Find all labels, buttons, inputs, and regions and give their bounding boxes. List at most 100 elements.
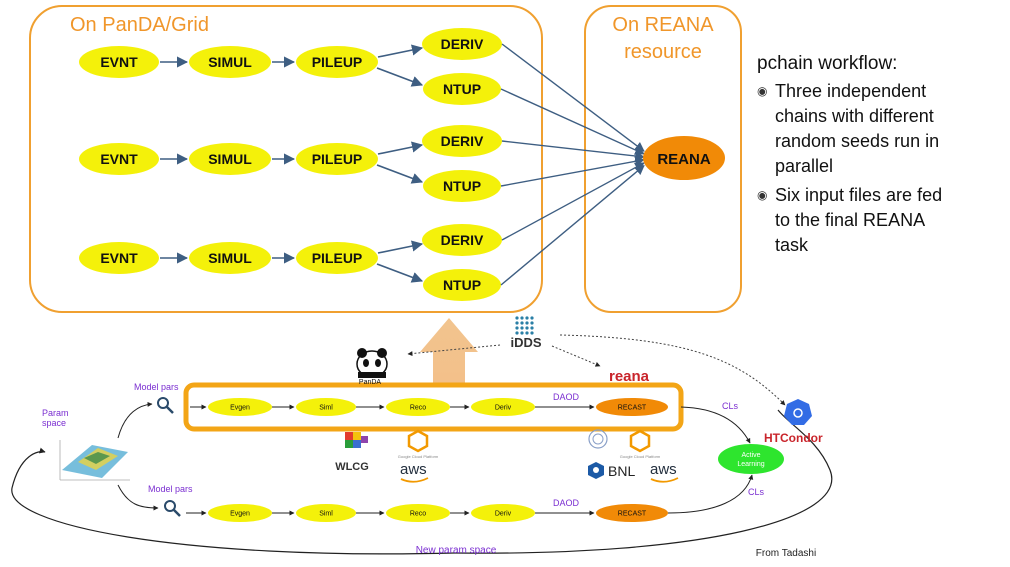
google-cloud-text-1: Google Cloud Platform xyxy=(398,454,439,459)
bottom-node-label: Reco xyxy=(410,405,426,412)
fan-in-arrow xyxy=(501,43,645,152)
fan-in-arrow xyxy=(501,140,645,161)
bottom-node-label: RECAST xyxy=(618,405,647,412)
node-label-ntup: NTUP xyxy=(443,81,481,97)
side-bullet-line: to the final REANA xyxy=(775,210,926,230)
bullet-icon: ◉ xyxy=(757,188,768,202)
bottom-node-recast xyxy=(596,504,668,522)
reana-logo: reana xyxy=(609,368,650,385)
bottom-node-label: Deriv xyxy=(495,511,512,518)
bottom-node-recast xyxy=(596,398,668,416)
bottom-node-label: RECAST xyxy=(618,511,647,518)
node-label-pileup: PILEUP xyxy=(312,250,363,266)
bullet-icon: ◉ xyxy=(757,84,768,98)
bottom-node-label: Siml xyxy=(319,405,333,412)
cls-label-top: CLs xyxy=(722,401,739,411)
reana-box-title-line2: resource xyxy=(624,41,702,63)
node-pileup xyxy=(296,143,378,175)
panda-logo-text: PanDA xyxy=(359,379,382,386)
node-deriv xyxy=(422,28,502,60)
side-bullet-line: Three independent xyxy=(775,81,927,101)
kubernetes-icon xyxy=(784,399,812,425)
idds-label: iDDS xyxy=(510,335,541,350)
model-pars-bottom: Model pars xyxy=(148,484,193,494)
node-label-pileup: PILEUP xyxy=(312,54,363,70)
node-label-evnt: EVNT xyxy=(100,54,138,70)
param-to-bottom-arrow xyxy=(117,484,159,511)
idds-to-htcondor-dotted xyxy=(559,334,786,406)
aws-logo-2: aws xyxy=(650,461,677,478)
fan-in-arrow xyxy=(500,88,645,155)
node-ntup xyxy=(423,73,501,105)
node-label-deriv: DERIV xyxy=(441,232,484,248)
node-evnt xyxy=(79,143,159,175)
side-bullet-line: random seeds run in xyxy=(775,131,940,151)
node-pileup xyxy=(296,242,378,274)
node-label-pileup: PILEUP xyxy=(312,151,363,167)
wlcg-logo xyxy=(345,432,368,448)
fan-in-arrow xyxy=(500,156,645,187)
param-to-top-arrow xyxy=(117,401,153,439)
node-label-ntup: NTUP xyxy=(443,178,481,194)
bnl-icon xyxy=(588,462,604,479)
node-deriv xyxy=(422,224,502,256)
param-space-line1: Param xyxy=(42,408,69,418)
google-cloud-icon xyxy=(407,429,651,453)
node-simul xyxy=(189,242,271,274)
node-label-simul: SIMUL xyxy=(208,151,252,167)
node-label-simul: SIMUL xyxy=(208,54,252,70)
bottom-node-deriv xyxy=(471,504,535,522)
param-space-plot-icon xyxy=(59,440,130,481)
wlcg-text: WLCG xyxy=(335,461,369,473)
reana-resource-box xyxy=(584,5,742,313)
chain-arrow xyxy=(376,164,424,184)
node-evnt xyxy=(79,46,159,78)
bottom-node-label: Reco xyxy=(410,511,426,518)
fan-in-arrows xyxy=(500,43,645,286)
panda-box-title: On PanDA/Grid xyxy=(70,14,209,36)
node-simul xyxy=(189,46,271,78)
big-up-arrow xyxy=(420,318,478,383)
search-dice-icon-top xyxy=(157,397,174,414)
new-param-loop-right xyxy=(454,409,833,554)
bottom-node-evgen xyxy=(208,504,272,522)
node-label-simul: SIMUL xyxy=(208,250,252,266)
idds-icon xyxy=(515,316,534,335)
chain-arrow xyxy=(377,44,424,58)
idds-to-panda-dotted xyxy=(407,344,501,357)
active-learning-node xyxy=(718,444,784,474)
side-heading: pchain workflow: xyxy=(757,53,898,74)
node-ntup xyxy=(423,269,501,301)
param-space-line2: space xyxy=(42,418,66,428)
active-learning-line1: Active xyxy=(741,452,760,459)
aws-logo-1: aws xyxy=(400,461,427,478)
fan-in-arrow xyxy=(501,162,645,241)
cls-arrow-bottom xyxy=(667,474,754,514)
bottom-node-deriv xyxy=(471,398,535,416)
bottom-node-label: Evgen xyxy=(230,511,250,518)
bottom-node-label: Evgen xyxy=(230,405,250,412)
side-bullet-line: task xyxy=(775,235,809,255)
bottom-node-siml xyxy=(296,504,356,522)
node-pileup xyxy=(296,46,378,78)
side-bullet-line: Six input files are fed xyxy=(775,185,943,205)
search-dice-icon-bottom xyxy=(164,500,181,517)
node-deriv xyxy=(422,125,502,157)
aws-smile-1 xyxy=(400,477,429,483)
bnl-text: BNL xyxy=(608,463,635,479)
active-learning-line2: Learning xyxy=(737,461,764,468)
chain-arrow xyxy=(376,263,424,283)
from-tadashi-label: From Tadashi xyxy=(756,548,816,559)
side-bullet-2: ◉ Six input files are fed to the final REA… xyxy=(757,183,1007,258)
bottom-node-reco xyxy=(386,504,450,522)
